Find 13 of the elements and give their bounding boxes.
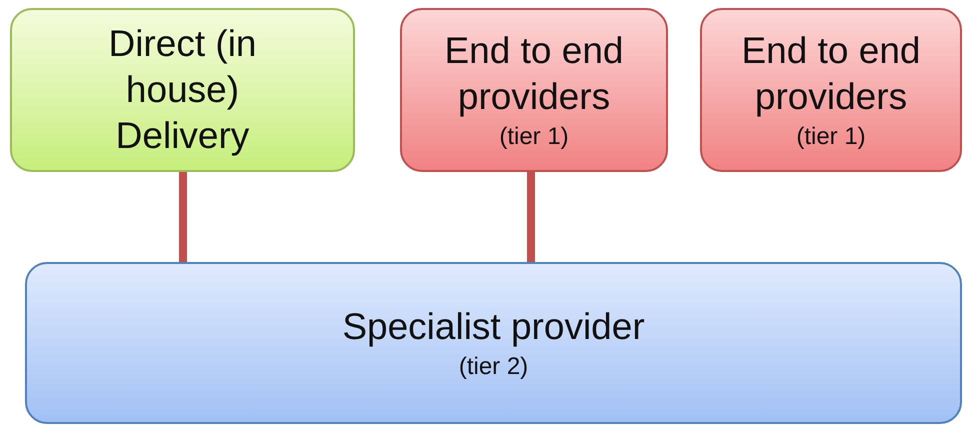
process-box xyxy=(10,8,355,172)
box-title: End to end providers xyxy=(740,29,922,120)
box-subtitle: (tier 1) xyxy=(796,122,866,152)
process-box xyxy=(25,262,962,424)
connector-line xyxy=(527,172,535,262)
box-title: Specialist provider xyxy=(342,305,645,350)
box-title: End to end providers xyxy=(444,29,624,120)
connector-line xyxy=(179,172,187,262)
box-subtitle: (tier 2) xyxy=(458,352,528,382)
process-box xyxy=(400,8,668,172)
box-title: Direct (in house) Delivery xyxy=(107,22,258,158)
box-subtitle: (tier 1) xyxy=(499,122,569,152)
process-box xyxy=(700,8,962,172)
